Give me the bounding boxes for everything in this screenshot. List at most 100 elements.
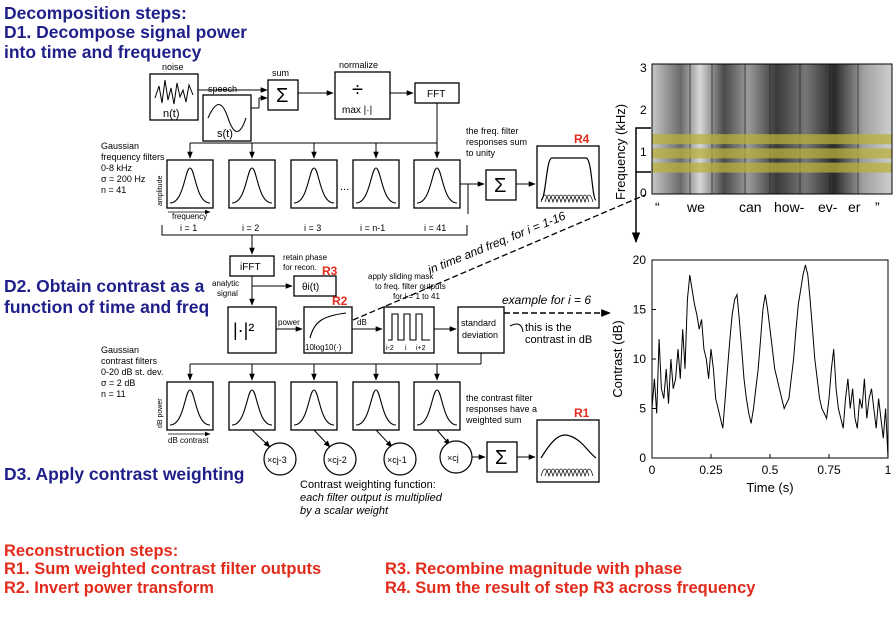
- timefreq-label: in time and freq. for i = 1-16: [426, 209, 568, 277]
- max-symbol: max |·|: [342, 105, 372, 116]
- ifft-label: iFFT: [240, 262, 261, 273]
- word-we: we: [686, 199, 705, 215]
- gaussian-icon: [293, 167, 335, 204]
- power-label: power: [278, 318, 300, 327]
- mask-label-2: to freq. filter outputs: [375, 282, 446, 291]
- weight-circle-j-3: [263, 442, 297, 476]
- word-open-quote: “: [655, 199, 660, 215]
- word-can: can: [739, 199, 762, 215]
- retain-phase-label-1: retain phase: [283, 253, 328, 262]
- freq-filter-1: [166, 159, 214, 209]
- contrast-filters-desc-3: σ = 2 dB: [101, 378, 135, 388]
- word-close-quote: ”: [875, 199, 880, 215]
- example-label: example for i = 6: [502, 293, 591, 307]
- heading-decomposition: Decomposition steps:: [4, 3, 187, 23]
- freq-sum-symbol: Σ: [494, 175, 506, 197]
- frequency-band-1: [652, 148, 892, 159]
- contrast-series-line: [651, 264, 889, 459]
- r3-tag: R3: [322, 264, 338, 278]
- sum-label: sum: [272, 68, 289, 78]
- word-ev: ev-: [818, 199, 838, 215]
- contrast-note-1: this is the: [525, 322, 571, 334]
- word-how: how-: [774, 199, 805, 215]
- contrast-filter-xlabel: dB contrast: [168, 436, 209, 445]
- contrast-filters-desc-4: n = 11: [101, 389, 126, 399]
- freq-filters-desc-4: n = 41: [101, 185, 126, 195]
- weight-label-j-3: ×cj-3: [267, 455, 287, 465]
- freq-filters-desc-0: Gaussian: [101, 141, 139, 151]
- speech-block: [202, 94, 252, 142]
- contrast-sum-note-1: responses have a: [466, 404, 537, 414]
- freq-filter-41: [413, 159, 461, 209]
- reconstruction-r3: R3. Recombine magnitude with phase: [385, 560, 683, 578]
- timefreq-dashed-line: [352, 194, 646, 321]
- contrast-filters-desc-2: 0-20 dB st. dev.: [101, 367, 163, 377]
- weight-label-j-2: ×cj-2: [327, 455, 347, 465]
- mask-pulse-icon: [388, 313, 430, 341]
- mask-tick-2: i+2: [416, 345, 426, 352]
- frequency-band-2: [652, 162, 892, 173]
- spectrogram-ytick-1: 1: [640, 145, 647, 159]
- sum-block: [267, 79, 299, 111]
- reconstruction-title: Reconstruction steps:: [4, 542, 179, 560]
- contrast-note-2: contrast in dB: [525, 334, 592, 346]
- noise-block: [149, 73, 199, 121]
- chart-xlabel: Time (s): [746, 480, 793, 495]
- gaussian-icon: [169, 167, 211, 204]
- x-tick-label: 0.75: [817, 463, 841, 477]
- phase-symbol: θi(t): [302, 282, 319, 293]
- weighted-sum-curve-icon: [540, 434, 597, 459]
- gaussian-icon: [231, 167, 273, 204]
- weight-circle-j-2: [323, 442, 357, 476]
- contrast-sum-note-0: the contrast filter: [466, 393, 533, 403]
- contrast-sum-note-2: weighted sum: [465, 415, 522, 425]
- weighting-note-1: each filter output is multiplied: [300, 492, 443, 504]
- gaussian-icon: [231, 389, 273, 426]
- freq-filter-n-1: [352, 159, 400, 209]
- noise-label: noise: [162, 62, 184, 72]
- normalize-label: normalize: [339, 60, 378, 70]
- gaussian-icon: [416, 167, 458, 204]
- heading-d1-line2: into time and frequency: [4, 42, 202, 62]
- freq-filter-ylabel: amplitude: [157, 176, 164, 206]
- y-tick-label: 15: [633, 303, 647, 317]
- spectrogram-ytick-0: 0: [640, 186, 647, 200]
- freq-index-41: i = 41: [424, 223, 446, 233]
- spectrogram: Frequency (kHz) 3 2 1 0 “ we can how- ev…: [613, 61, 893, 244]
- freq-index-2: i = 2: [242, 223, 259, 233]
- freq-filter-2: [228, 159, 276, 209]
- weight-label-j-1: ×cj-1: [387, 455, 407, 465]
- r2-tag: R2: [332, 294, 348, 308]
- freq-filters-desc-2: 0-8 kHz: [101, 163, 133, 173]
- magnitude-squared-symbol: |·|²: [233, 320, 254, 340]
- contrast-filter-5: [413, 381, 461, 431]
- freq-sum-note-2: to unity: [466, 148, 496, 158]
- noise-symbol: n(t): [163, 108, 180, 120]
- contrast-sum-symbol: Σ: [495, 447, 507, 469]
- heading-d2-line2: function of time and freq: [4, 297, 210, 317]
- sum-symbol: Σ: [276, 85, 288, 107]
- contrast-filter-3: [290, 381, 338, 431]
- gaussian-icon: [355, 389, 397, 426]
- x-tick-label: 1: [885, 463, 892, 477]
- analytic-signal-label-1: analytic: [212, 279, 239, 288]
- fft-label: FFT: [427, 89, 445, 100]
- chart-ylabel: Contrast (dB): [610, 320, 625, 397]
- log-curve-icon: [309, 312, 347, 339]
- weighting-note-2: by a scalar weight: [300, 505, 389, 517]
- spectrogram-image: [652, 64, 892, 194]
- phase-block: [293, 275, 337, 297]
- normalize-block: [334, 71, 391, 120]
- std-dev-label-2: deviation: [462, 330, 498, 340]
- overlapping-gaussians-icon: [540, 194, 594, 204]
- reconstruction-r1: R1. Sum weighted contrast filter outputs: [4, 560, 322, 578]
- retain-phase-label-2: for recon.: [283, 263, 317, 272]
- contrast-filters-desc-0: Gaussian: [101, 345, 139, 355]
- analytic-signal-label-2: signal: [217, 289, 238, 298]
- freq-filter-ellipsis: ...: [340, 181, 349, 193]
- log-label: 10log10(·): [305, 343, 342, 352]
- freq-index-n-1: i = n-1: [360, 223, 385, 233]
- db-label: dB: [357, 318, 367, 327]
- mask-tick-1: i: [405, 345, 407, 352]
